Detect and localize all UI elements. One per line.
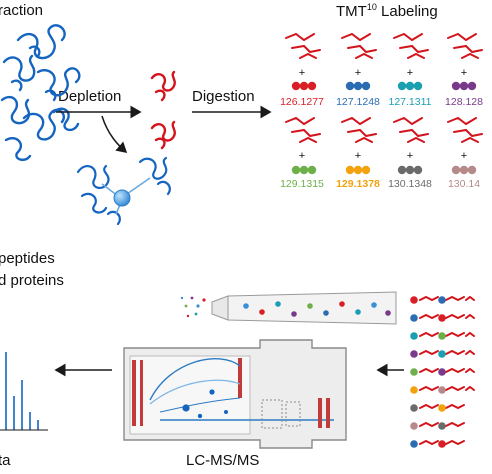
- lcms-label: LC-MS/MS: [186, 452, 260, 469]
- svg-text:+: +: [299, 67, 305, 79]
- svg-text:+: +: [407, 150, 413, 162]
- workflow-graphics: + + + + + + + +: [0, 24, 483, 449]
- peptides-label-line2: d proteins: [0, 272, 64, 289]
- labeled-peptide-columns: [410, 295, 475, 448]
- tmt-superscript: 10: [366, 2, 377, 12]
- data-label: ta: [0, 452, 11, 469]
- svg-text:+: +: [299, 150, 305, 162]
- svg-text:+: +: [461, 150, 467, 162]
- depletion-curve-arrow: [101, 115, 128, 153]
- extraction-label: raction: [0, 2, 44, 19]
- svg-text:+: +: [461, 67, 467, 79]
- tmt-mass-1: 127.1248: [336, 96, 380, 108]
- tmt-suffix: Labeling: [376, 3, 438, 20]
- tmt-mass-2: 127.1311: [388, 96, 432, 108]
- tmt-prefix: TMT: [336, 3, 367, 20]
- depletion-label: Depletion: [58, 88, 122, 105]
- svg-text:+: +: [355, 67, 361, 79]
- tmt-mass-6: 130.1348: [388, 178, 432, 190]
- peptides-label-line1: peptides: [0, 250, 55, 267]
- red-protein-group: [150, 70, 176, 150]
- mass-spectrometer: [123, 339, 347, 449]
- tmt-row-2: + + + +: [285, 116, 483, 175]
- digestion-label: Digestion: [192, 88, 255, 105]
- tmt-mass-3: 128.128: [445, 96, 483, 108]
- tmt-row-1: + + + +: [285, 32, 483, 91]
- tmt-mass-5: 129.1378: [336, 178, 380, 190]
- mass-spectrum: [0, 352, 48, 431]
- svg-text:+: +: [355, 150, 361, 162]
- svg-text:+: +: [407, 67, 413, 79]
- tmt-mass-0: 126.1277: [280, 96, 324, 108]
- tmt-labeling-title: TMT10 Labeling: [336, 2, 438, 20]
- antibody-bead-complex: [76, 156, 171, 226]
- tmt-mass-7: 130.14: [447, 178, 481, 190]
- esi-emitter: [180, 291, 397, 325]
- tmt-mass-4: 129.1315: [280, 178, 324, 190]
